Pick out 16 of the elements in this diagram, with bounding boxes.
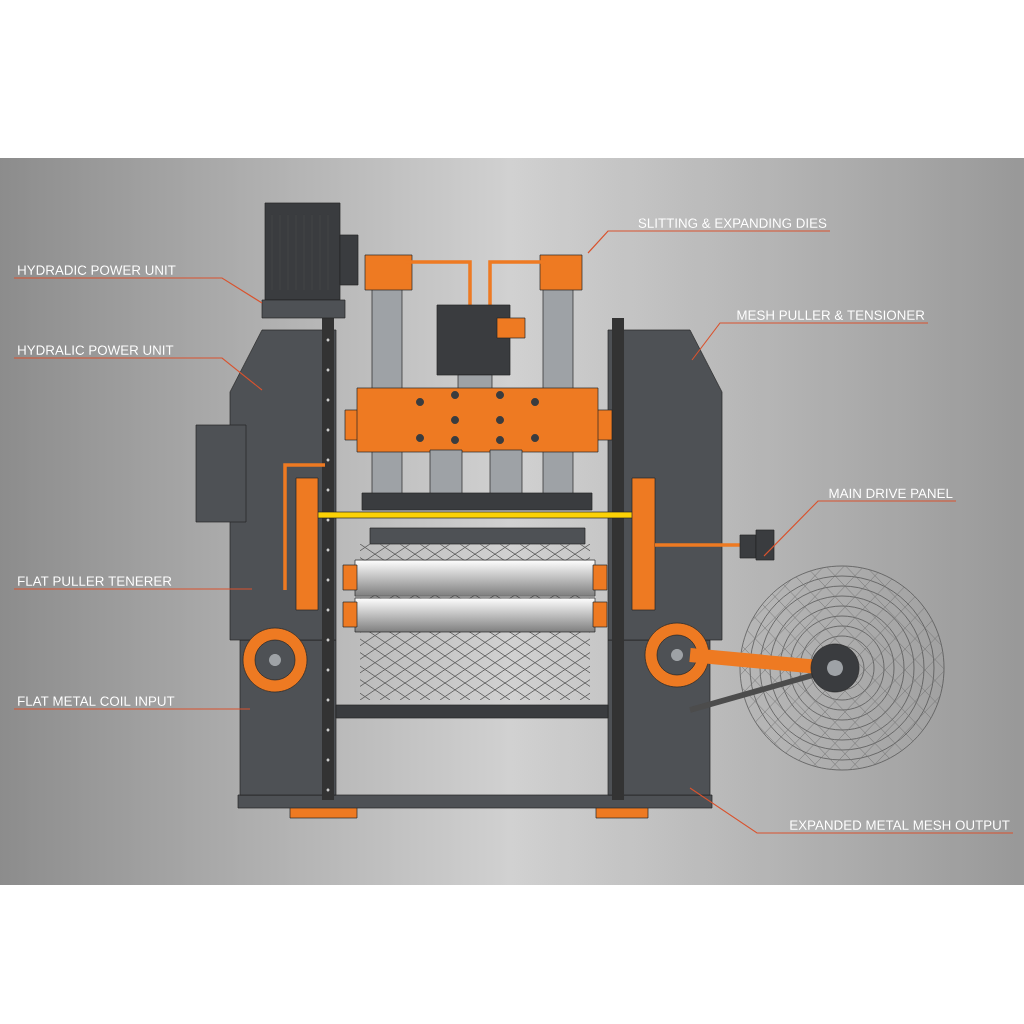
callout-label: HYDRALIC POWER UNIT (18, 345, 174, 355)
callout-label: MESH PULLER & TENSIONER (737, 310, 925, 320)
leader-line (691, 322, 929, 361)
leader-line (587, 230, 831, 254)
callout-label: FLAT METAL COIL INPUT (18, 696, 175, 706)
leader-line (689, 787, 1014, 834)
callout-label: MAIN DRIVE PANEL (829, 488, 953, 498)
callout-label: FLAT PULLER TENERER (18, 576, 172, 586)
leader-line (763, 500, 957, 557)
callout-label: HYDRADIC POWER UNIT (18, 265, 176, 275)
leader-line (13, 357, 263, 391)
leader-line (13, 277, 263, 304)
leader-line (13, 708, 251, 710)
leader-line (13, 588, 253, 590)
callout-label: SLITTING & EXPANDING DIES (638, 218, 827, 228)
callout-label: EXPANDED METAL MESH OUTPUT (790, 820, 1010, 830)
